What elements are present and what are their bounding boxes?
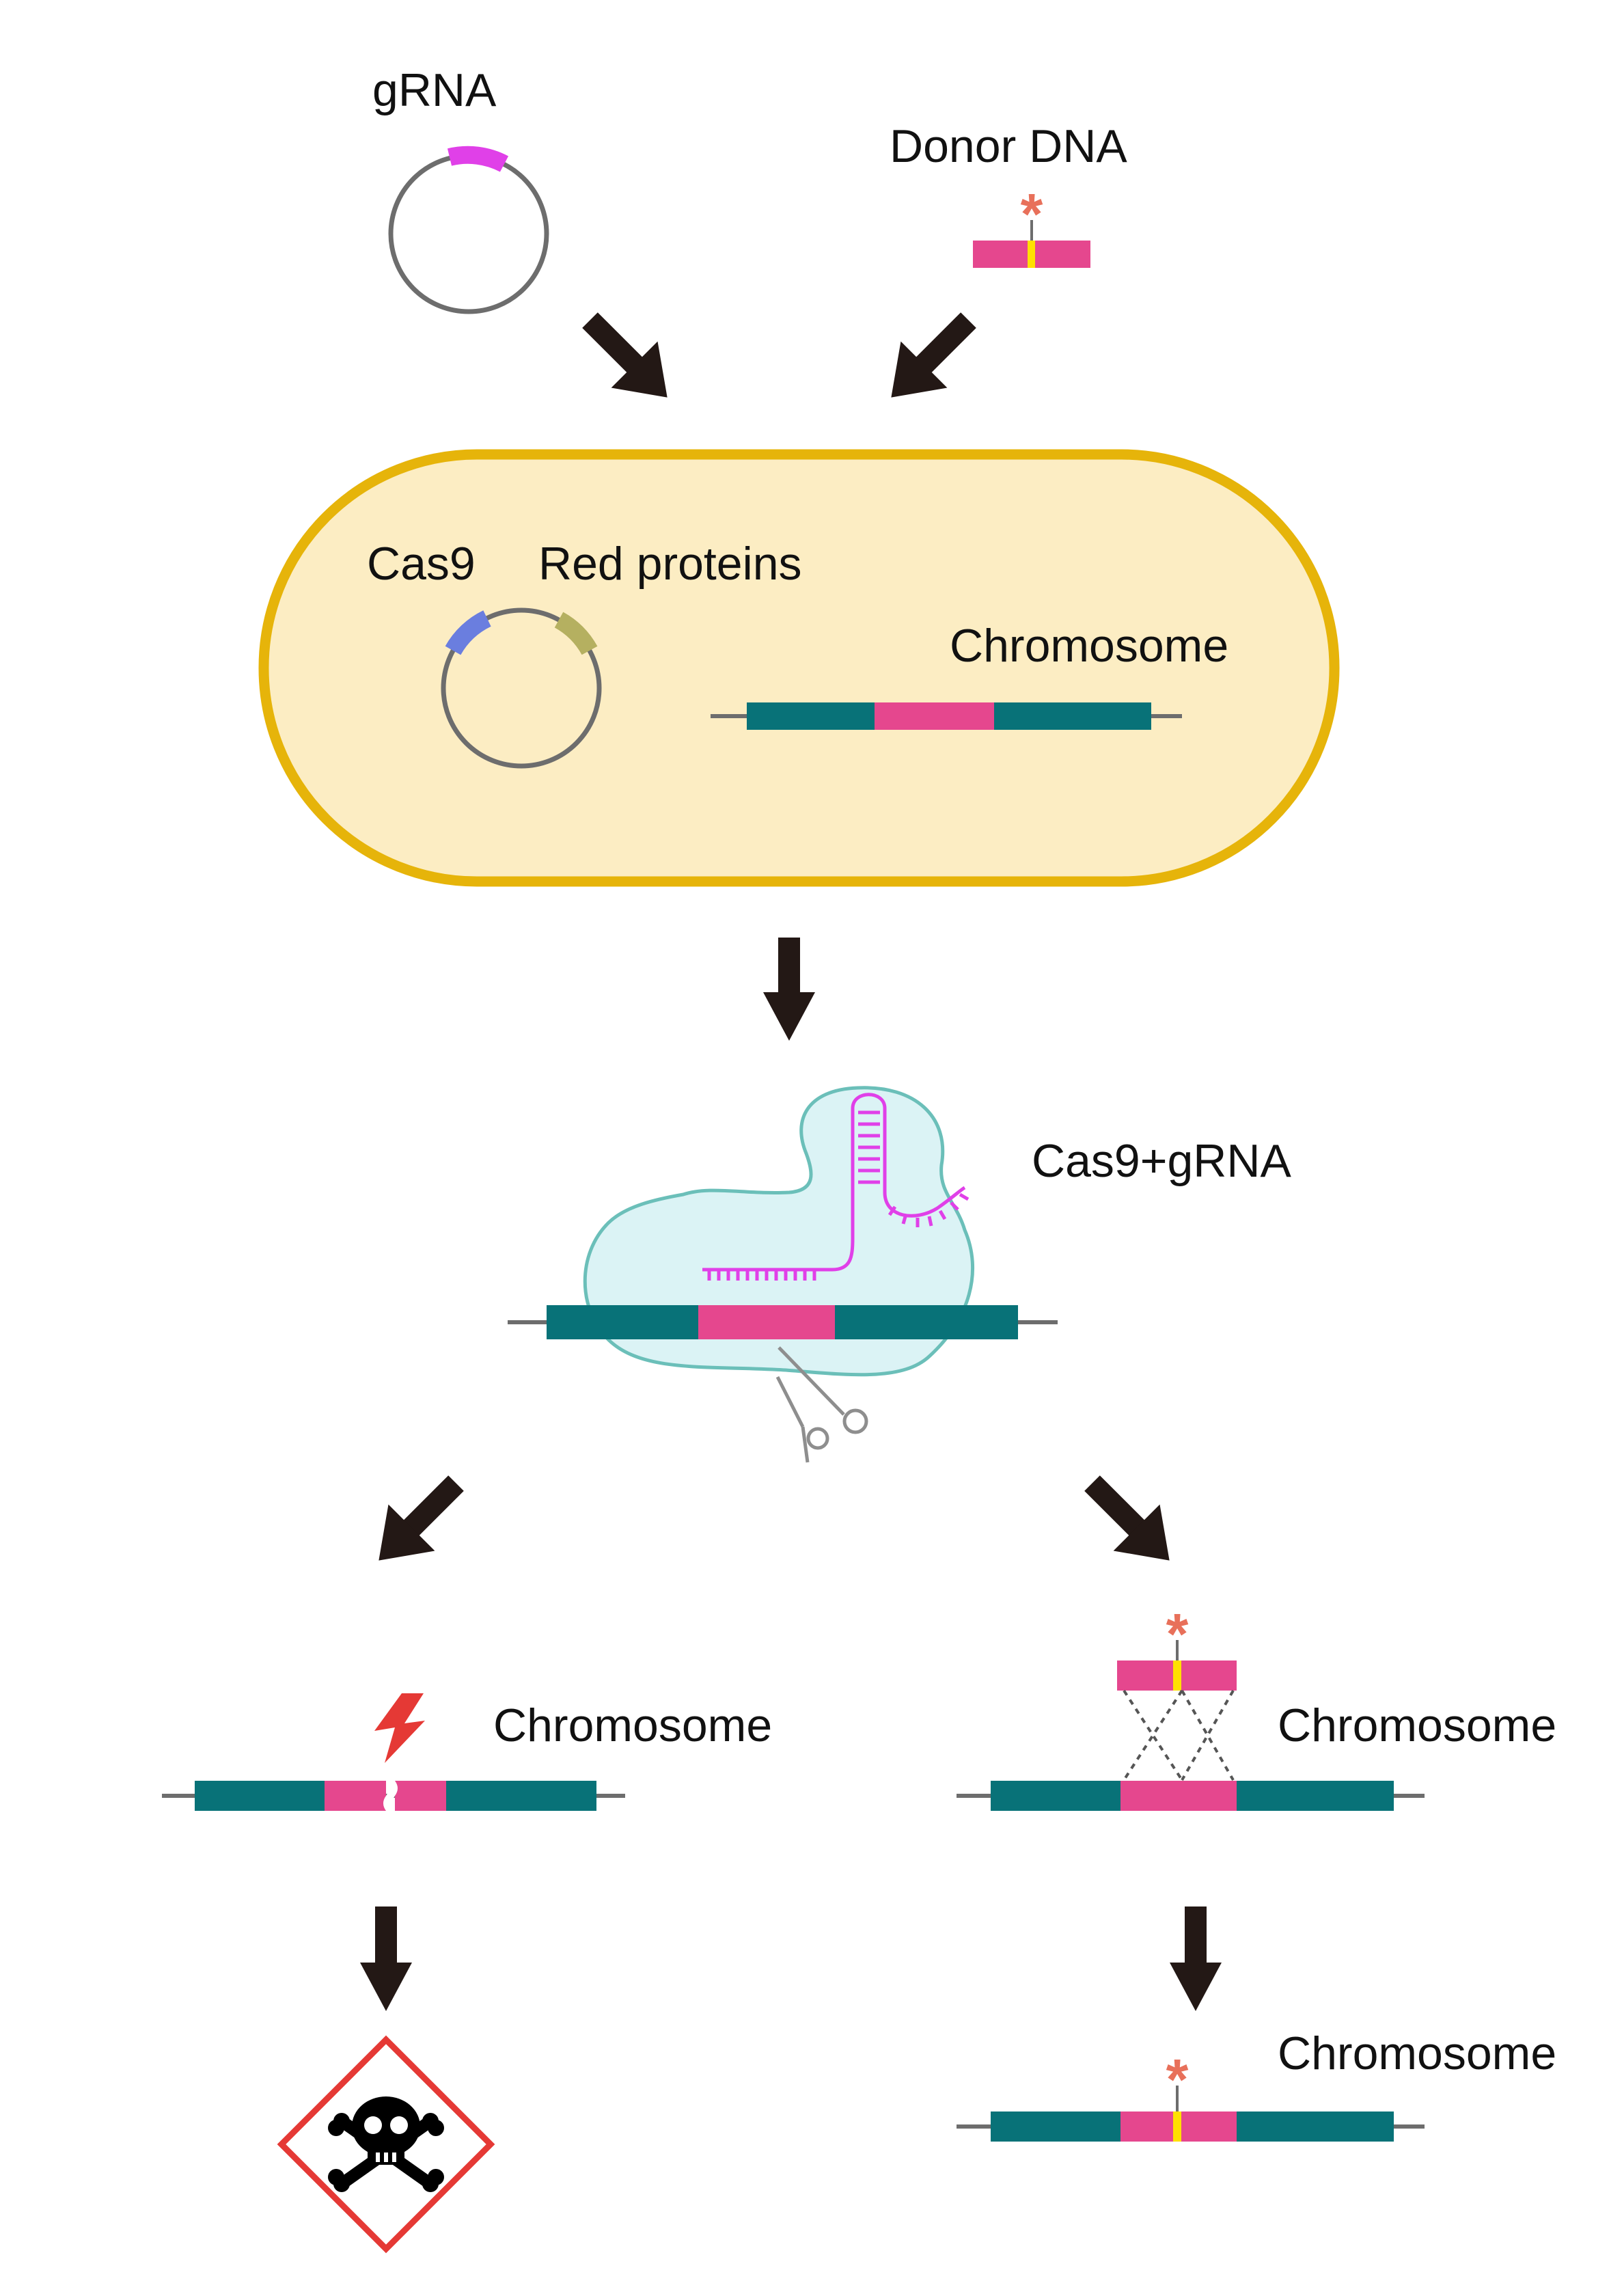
grna-spacer-teeth	[707, 1270, 816, 1281]
grna-cassette	[447, 146, 509, 172]
edited-chromosome-label: Chromosome	[1278, 2027, 1556, 2079]
arrow-donor-to-cell	[891, 312, 976, 398]
left-chromosome-right	[446, 1781, 596, 1811]
grna-molecule	[702, 1093, 969, 1281]
arrow-to-edited	[1170, 1906, 1222, 2011]
left-chromosome-label: Chromosome	[493, 1699, 772, 1751]
right-branch-recombination: Chromosome *	[957, 1602, 1556, 1811]
lightning-icon	[374, 1693, 425, 1763]
cell-chromosome-right	[994, 702, 1151, 730]
grna-hairpin-rungs	[858, 1110, 880, 1184]
edited-mutation-site	[1173, 2112, 1181, 2142]
donor-mutation-site	[1028, 241, 1035, 268]
complex-chromosome-right	[835, 1305, 1018, 1339]
right-chromosome-left	[991, 1781, 1120, 1811]
arrow-cell-to-complex	[763, 938, 815, 1041]
complex-chromosome-left	[547, 1305, 698, 1339]
grna-label: gRNA	[372, 64, 497, 116]
arrow-grna-to-cell	[582, 312, 668, 398]
red-proteins-label: Red proteins	[538, 538, 802, 590]
grna-plasmid: gRNA	[372, 64, 549, 314]
left-chromosome-left	[195, 1781, 325, 1811]
edited-chromosome-left	[991, 2112, 1120, 2142]
donor-dna-label: Donor DNA	[890, 120, 1127, 172]
donor-dna: Donor DNA *	[890, 120, 1127, 268]
complex-chromosome-target	[698, 1305, 835, 1339]
bacterial-cell: Cas9 Red proteins Chromosome	[258, 449, 1340, 887]
left-chromosome-target-b	[395, 1781, 446, 1811]
left-branch-cleaved: Chromosome	[162, 1693, 772, 1811]
crossover-lines	[1123, 1689, 1235, 1781]
scissors-icon	[775, 1346, 868, 1463]
double-strand-break	[383, 1781, 398, 1811]
edited-chromosome: Chromosome *	[957, 2027, 1556, 2142]
right-chromosome-right	[1237, 1781, 1394, 1811]
grna-plasmid-ring	[388, 153, 549, 314]
arrow-to-right-branch	[1084, 1475, 1170, 1561]
cas9-gene	[445, 610, 492, 655]
grna-strand	[702, 1093, 966, 1272]
helper-plasmid-ring	[441, 607, 602, 769]
right-chromosome-label: Chromosome	[1278, 1699, 1556, 1751]
cell-chromosome-target	[875, 702, 994, 730]
cell-membrane	[258, 449, 1340, 887]
cas9-grna-complex: Cas9+gRNA	[508, 1086, 1291, 1463]
cell-chromosome-label: Chromosome	[950, 620, 1228, 672]
red-proteins-gene	[554, 612, 598, 655]
toxic-hazard-sign	[277, 2035, 495, 2254]
arrow-to-left-branch	[379, 1475, 464, 1561]
right-chromosome-target	[1120, 1781, 1237, 1811]
skull-crossbones-icon	[328, 2096, 444, 2192]
left-chromosome-target-a	[325, 1781, 386, 1811]
cell-chromosome-left	[747, 702, 875, 730]
cas9-label: Cas9	[367, 538, 476, 590]
edited-chromosome-right	[1237, 2112, 1394, 2142]
arrow-to-death	[360, 1906, 412, 2011]
grna-tail-teeth	[888, 1192, 969, 1227]
hr-donor-mutation-site	[1173, 1660, 1181, 1691]
cas9-grna-label: Cas9+gRNA	[1032, 1135, 1291, 1187]
